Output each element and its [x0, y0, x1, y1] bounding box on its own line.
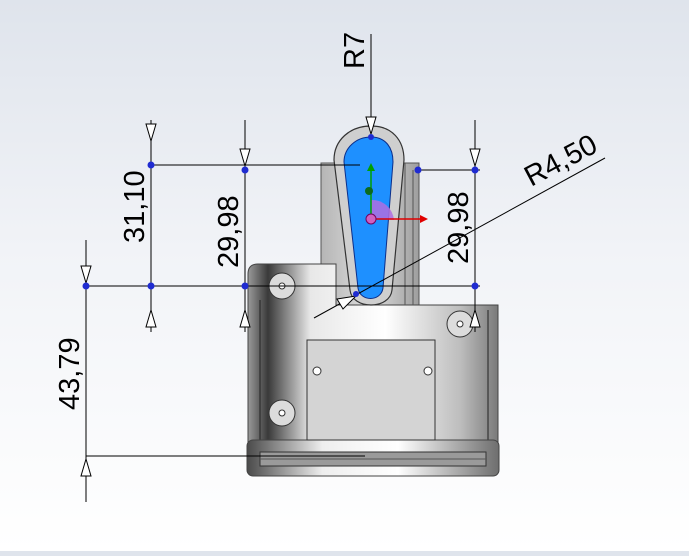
dimension-lines	[80, 34, 606, 502]
dim-r450[interactable]: R4,50	[519, 129, 602, 194]
panel-screw-left	[312, 366, 322, 376]
dim-29-98-left[interactable]: 29,98	[213, 195, 245, 268]
front-panel	[306, 339, 436, 441]
panel-screw-right	[423, 366, 433, 376]
dim-29-98-right[interactable]: 29,98	[443, 191, 475, 264]
triad-axes-icon	[365, 163, 428, 223]
dim-31-10[interactable]: 31,10	[119, 170, 151, 243]
mount-hole-right	[446, 310, 474, 338]
mount-hole-bottom-left	[268, 399, 296, 427]
origin-icon[interactable]	[365, 213, 377, 225]
dim-r7[interactable]: R7	[339, 32, 371, 69]
dim-43-79[interactable]: 43,79	[54, 337, 86, 410]
